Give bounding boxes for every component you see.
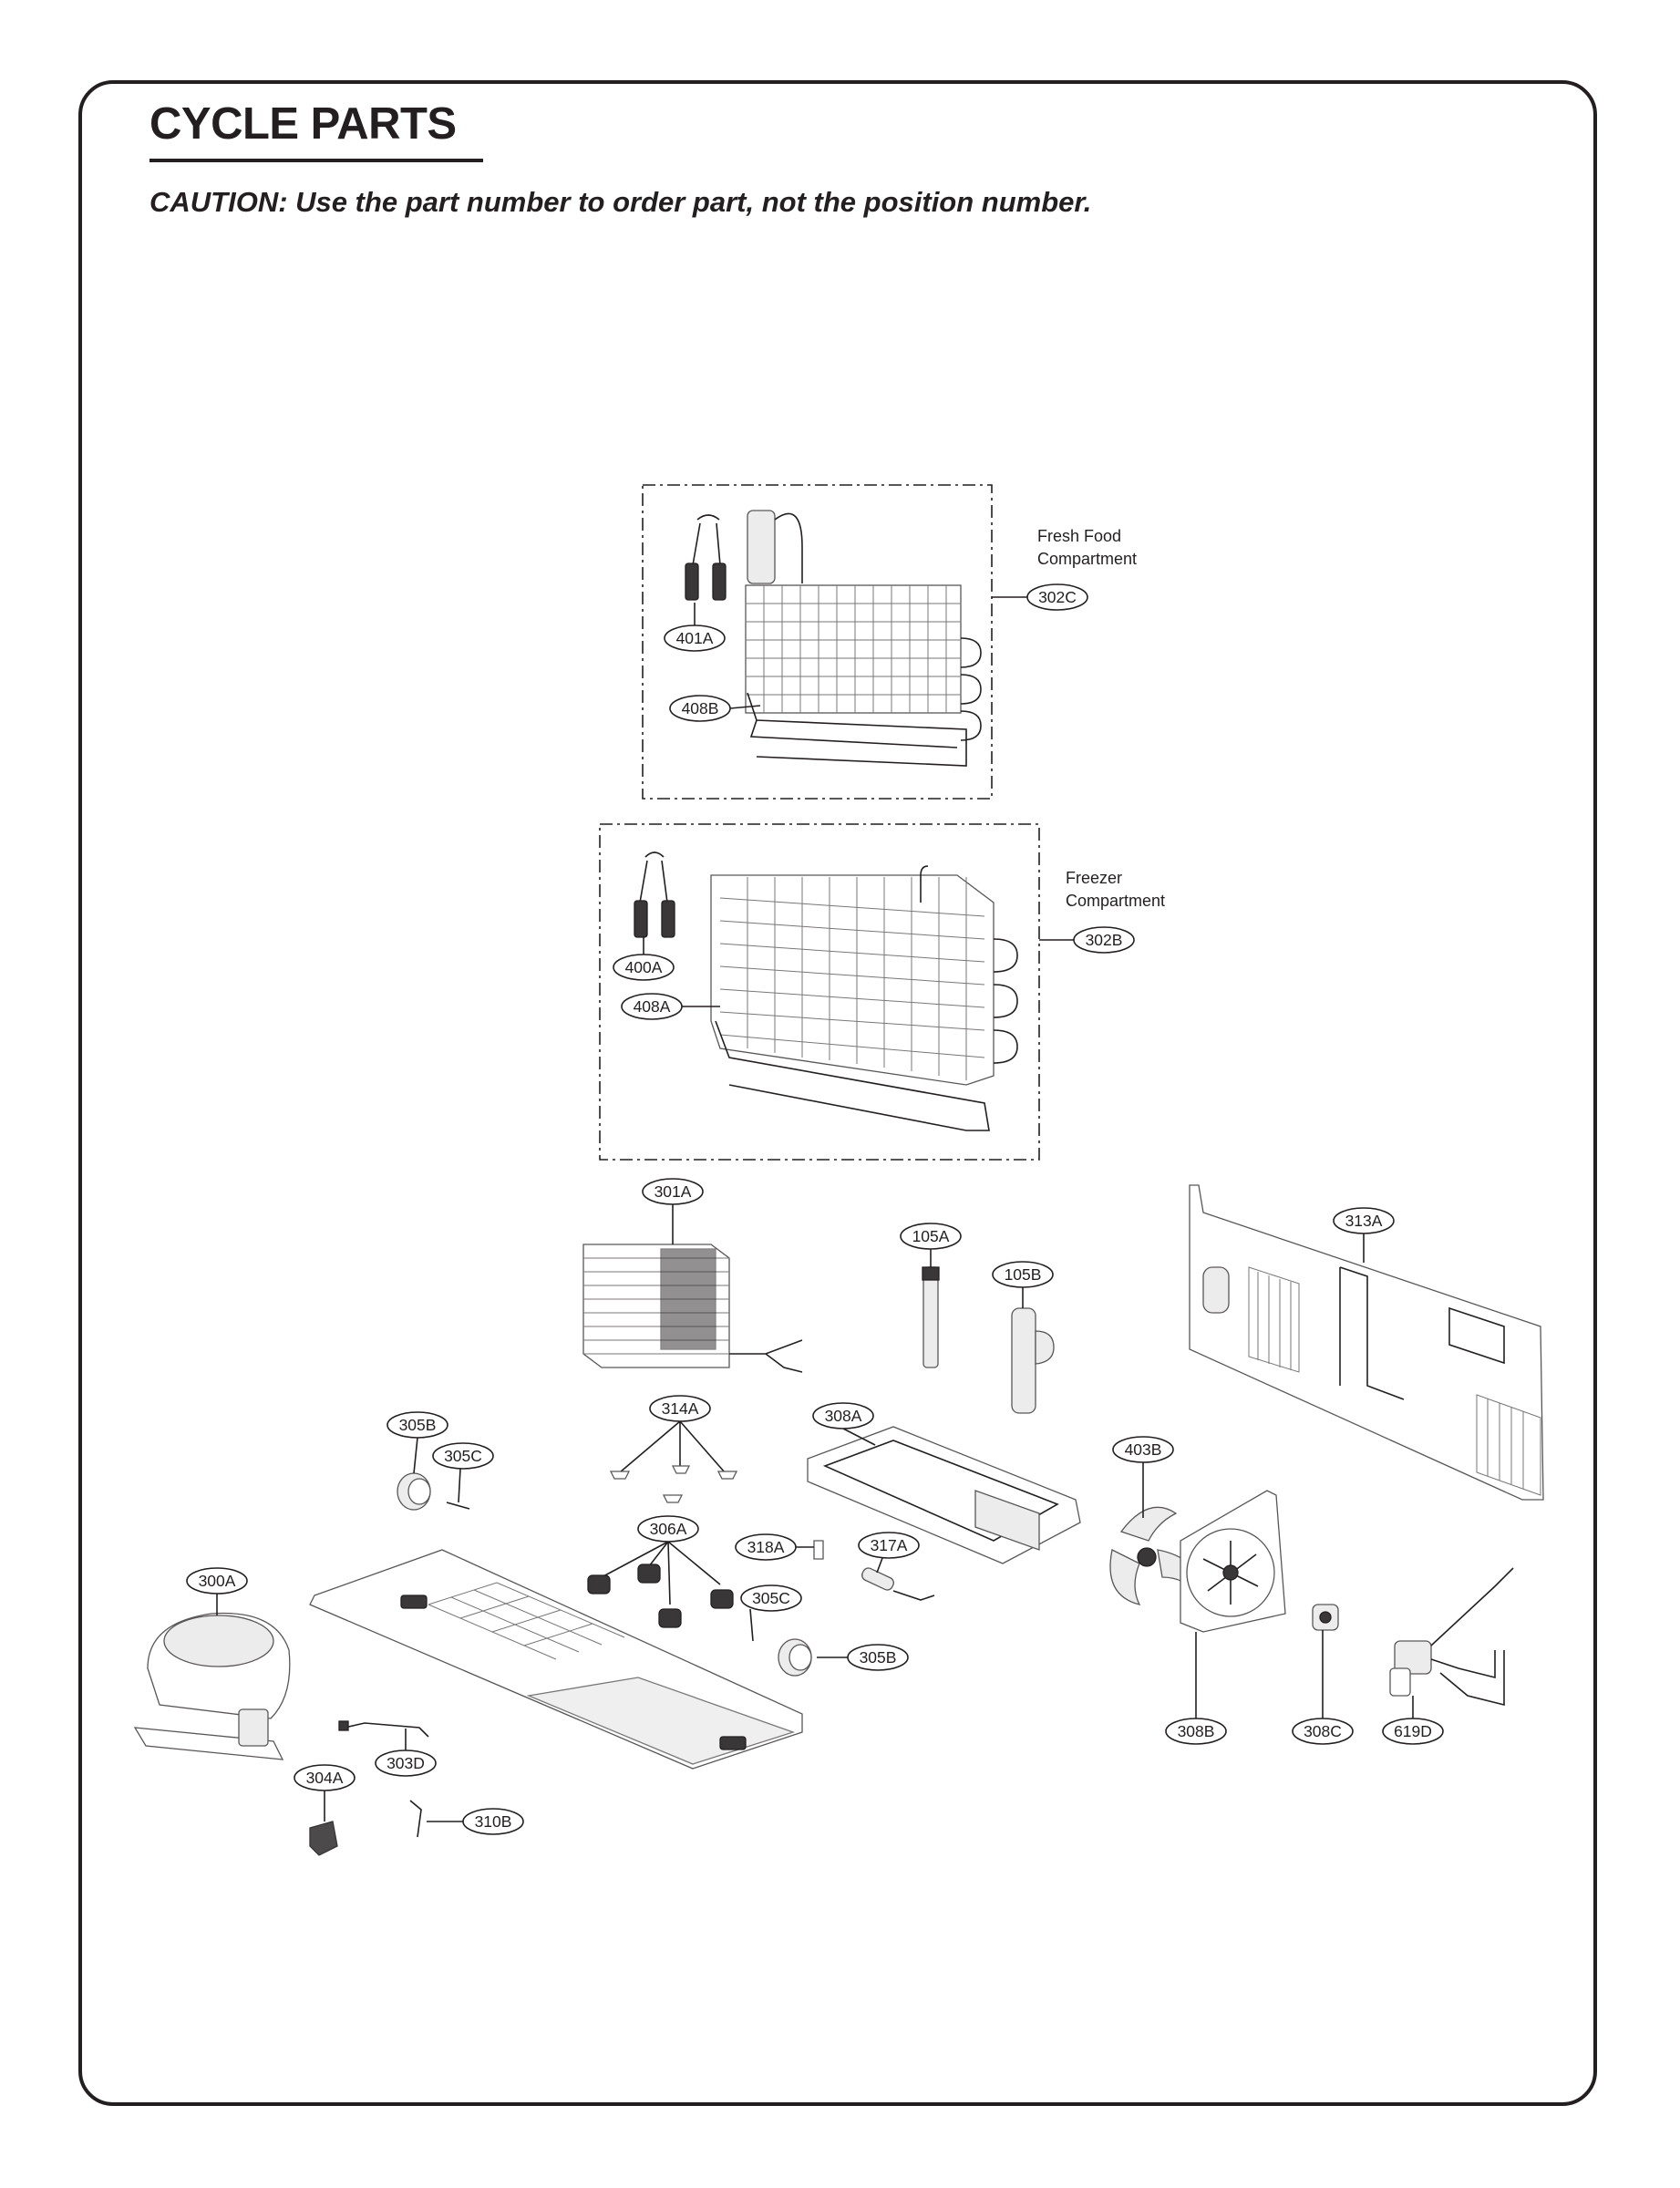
callout-302c: 302C bbox=[1026, 583, 1088, 611]
fresh-food-label-line2: Compartment bbox=[1037, 550, 1137, 568]
callout-306a: 306A bbox=[650, 1520, 687, 1538]
callout-313a: 313A bbox=[1345, 1212, 1383, 1230]
callout-308c: 308C bbox=[1304, 1722, 1342, 1740]
heater-clip-401a bbox=[685, 514, 727, 601]
fresh-food-label-line1: Fresh Food bbox=[1037, 527, 1121, 545]
callout-400a: 400A bbox=[613, 954, 675, 981]
callout-305b-upper: 305B bbox=[399, 1416, 437, 1434]
svg-text:400A: 400A bbox=[625, 958, 663, 976]
part-304a: 304A bbox=[294, 1764, 356, 1856]
callout-305c-lower: 305C bbox=[752, 1589, 790, 1607]
svg-text:401A: 401A bbox=[676, 629, 714, 647]
page-title: CYCLE PARTS bbox=[149, 99, 457, 149]
fresh-food-group-box bbox=[642, 484, 993, 800]
fresh-food-evaporator-illustration bbox=[745, 510, 982, 767]
fan-shroud-308b: 308B bbox=[1165, 1490, 1286, 1745]
caution-note: CAUTION: Use the part number to order pa… bbox=[149, 186, 1092, 218]
part-305b-305c-upper: 305B 305C bbox=[387, 1411, 494, 1511]
callout-314a: 314A bbox=[662, 1399, 699, 1418]
freezer-evaporator-group: Freezer Compartment 302B 400A 408A bbox=[599, 823, 1165, 1161]
svg-text:408A: 408A bbox=[634, 997, 671, 1016]
callout-105b: 105B bbox=[1005, 1265, 1042, 1284]
callout-304a: 304A bbox=[306, 1769, 344, 1787]
callout-310b: 310B bbox=[475, 1812, 512, 1831]
callout-401a: 401A bbox=[664, 624, 726, 652]
drain-pan-308a: 308A bbox=[807, 1402, 1081, 1564]
fresh-food-evaporator-group: Fresh Food Compartment 302C 401A 408B bbox=[642, 484, 1137, 800]
freezer-evaporator-illustration bbox=[710, 865, 1018, 1131]
callout-308a: 308A bbox=[825, 1407, 862, 1425]
freezer-label-line2: Compartment bbox=[1066, 892, 1165, 910]
callout-619d: 619D bbox=[1394, 1722, 1432, 1740]
callout-305b-lower: 305B bbox=[860, 1648, 897, 1667]
fan-motor-308c: 308C bbox=[1292, 1604, 1354, 1745]
page-frame bbox=[78, 80, 1597, 2106]
callout-408a: 408A bbox=[621, 993, 683, 1020]
callout-403b: 403B bbox=[1125, 1440, 1162, 1459]
callout-408b: 408B bbox=[669, 695, 731, 722]
drain-hose-105a: 105A bbox=[900, 1223, 962, 1368]
freezer-group-box bbox=[599, 823, 1040, 1161]
condenser-301a: 301A bbox=[582, 1178, 803, 1373]
svg-text:408B: 408B bbox=[682, 699, 719, 717]
part-318a: 318A bbox=[735, 1533, 824, 1561]
callout-305c-upper: 305C bbox=[444, 1447, 482, 1465]
water-valve-619d: 619D bbox=[1382, 1567, 1514, 1745]
callout-317a: 317A bbox=[871, 1536, 908, 1554]
callout-302b: 302B bbox=[1073, 926, 1135, 954]
part-303d: 303D bbox=[338, 1720, 437, 1777]
svg-text:302B: 302B bbox=[1086, 931, 1123, 949]
title-underline bbox=[149, 159, 483, 162]
callout-318a: 318A bbox=[747, 1538, 785, 1556]
callout-301a: 301A bbox=[654, 1182, 692, 1201]
svg-text:302C: 302C bbox=[1038, 588, 1077, 606]
callout-300a: 300A bbox=[199, 1572, 236, 1590]
compressor-300a: 300A bbox=[133, 1567, 291, 1760]
part-317a: 317A bbox=[858, 1532, 935, 1601]
machine-room-cover-313a: 313A bbox=[1189, 1184, 1544, 1501]
drain-hose-105b: 105B bbox=[992, 1261, 1055, 1414]
part-305c-305b-lower: 305C 305B bbox=[740, 1584, 909, 1677]
base-plate bbox=[309, 1549, 803, 1770]
callout-303d: 303D bbox=[387, 1754, 425, 1772]
clips-314a: 314A bbox=[609, 1395, 738, 1503]
freezer-label-line1: Freezer bbox=[1066, 869, 1122, 887]
heater-clip-400a bbox=[634, 851, 675, 938]
grommets-306a: 306A bbox=[587, 1515, 734, 1628]
part-310b: 310B bbox=[409, 1800, 524, 1838]
callout-105a: 105A bbox=[912, 1227, 950, 1245]
callout-308b: 308B bbox=[1178, 1722, 1215, 1740]
